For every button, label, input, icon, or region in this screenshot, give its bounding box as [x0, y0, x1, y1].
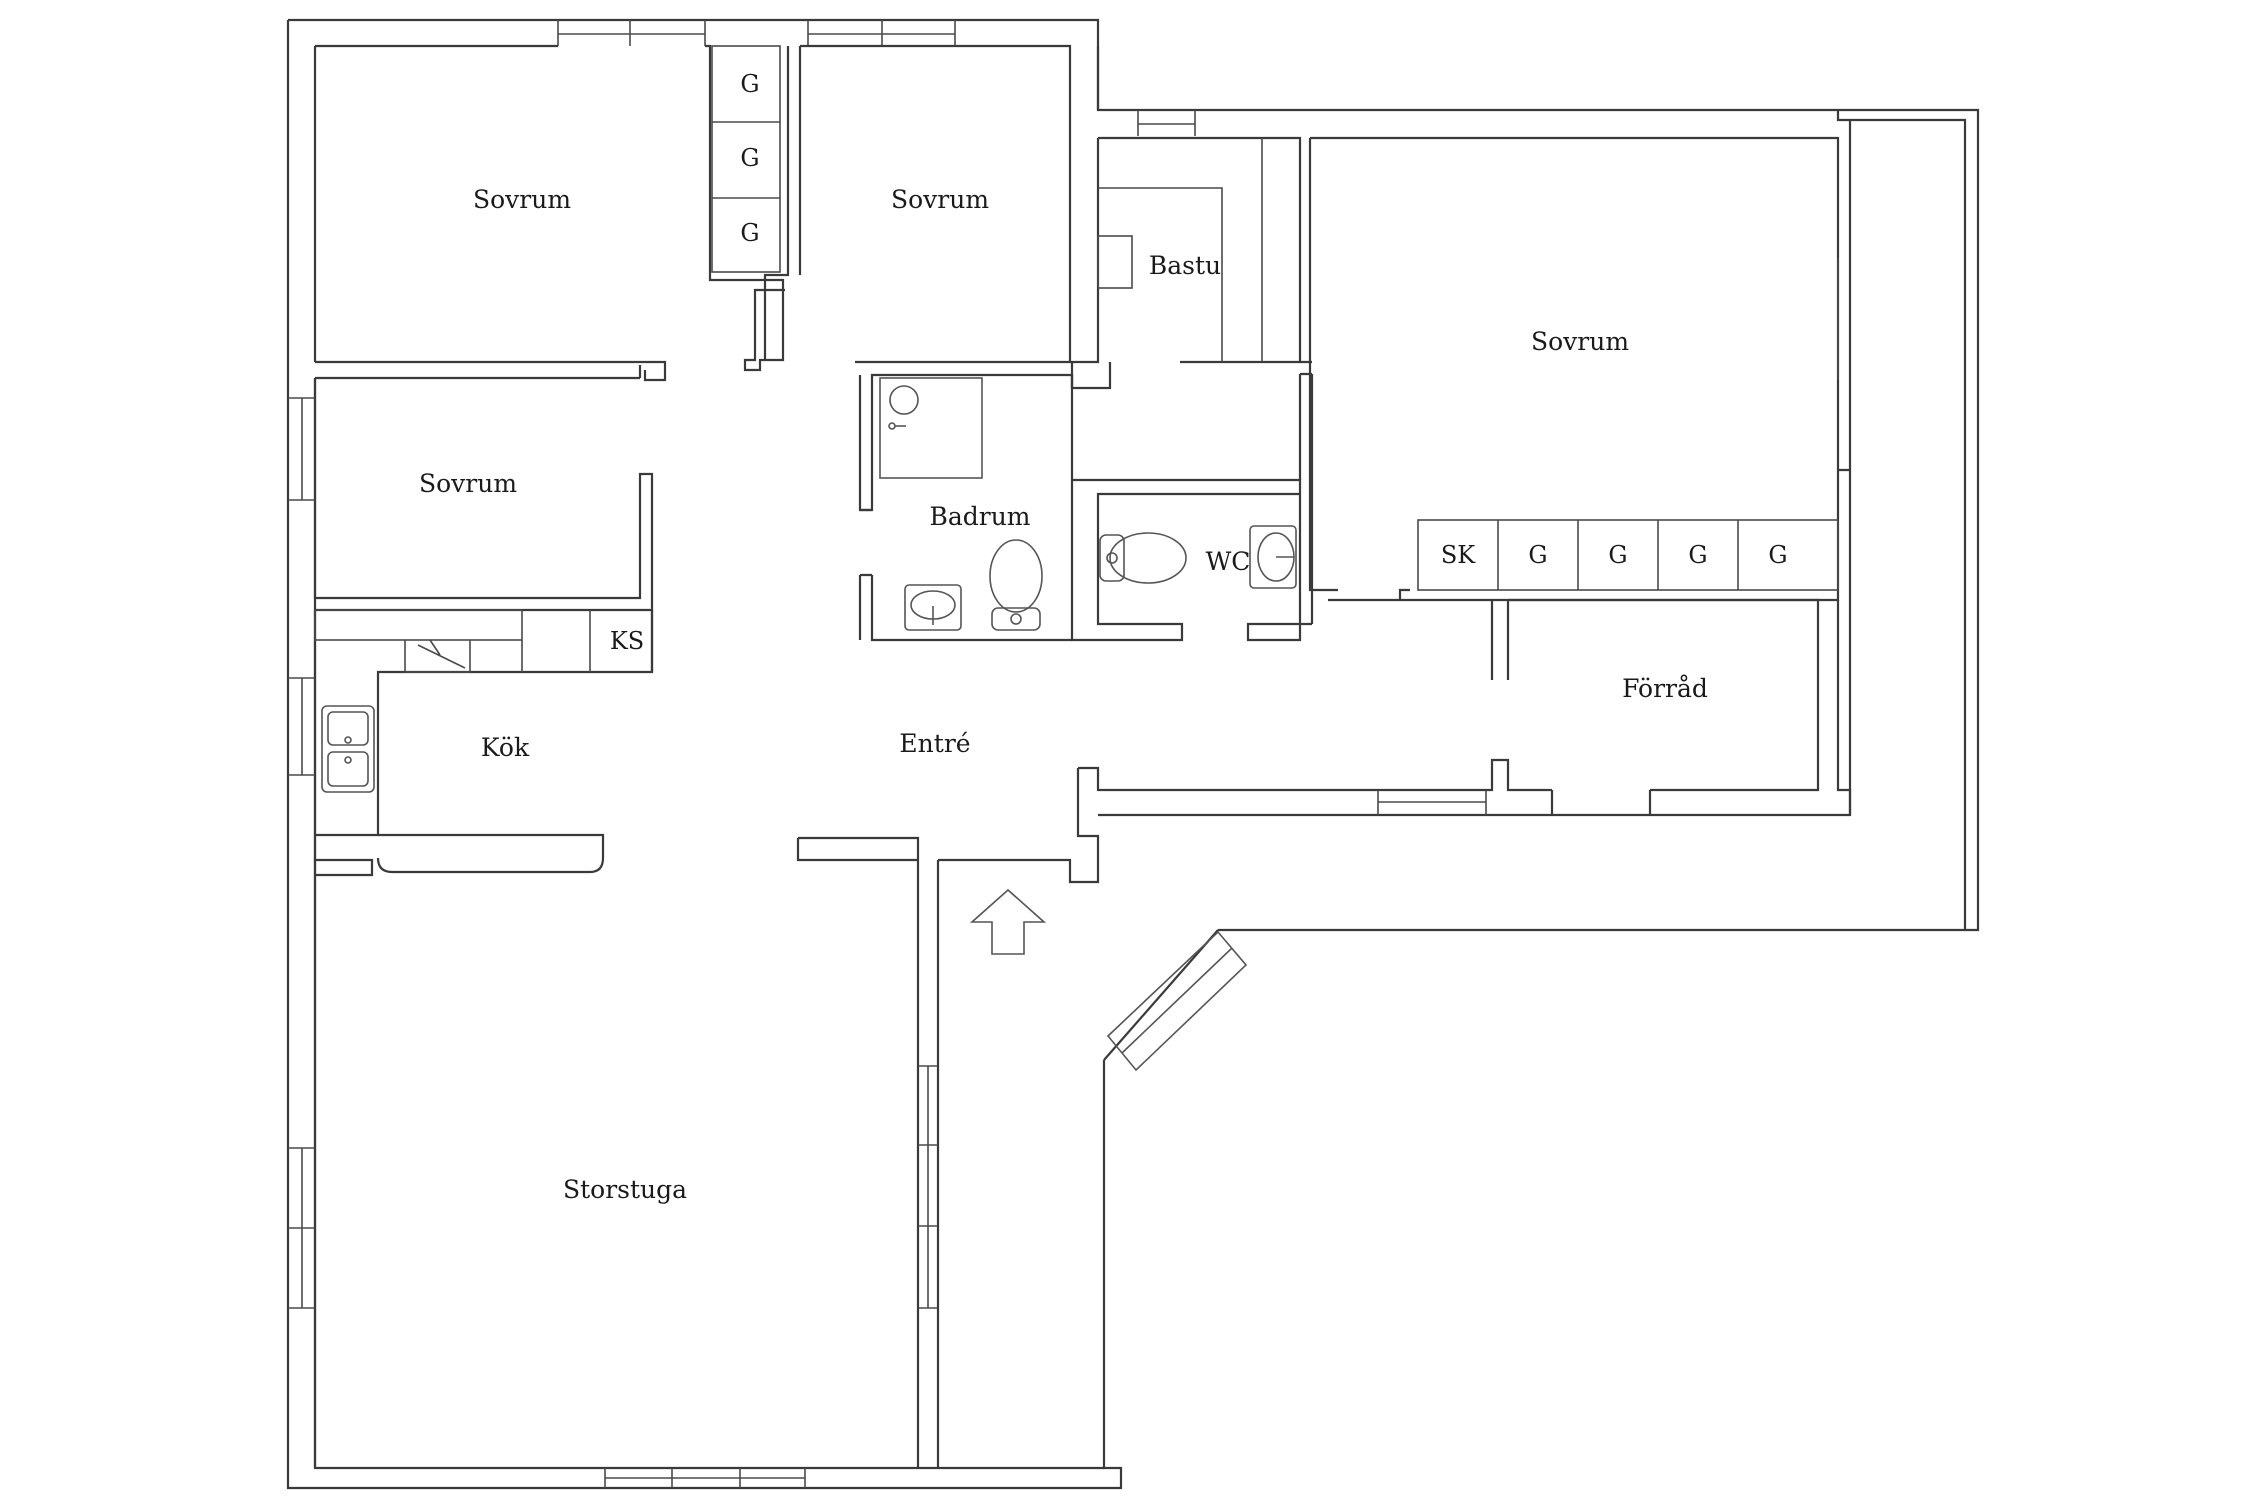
living-room-walls — [288, 768, 1100, 1488]
closet-column-left: G G G — [711, 45, 781, 273]
wc-sink — [1249, 525, 1297, 589]
bedroom-top-left-walls — [315, 44, 790, 382]
kitchen-cabinet-ks-label: KS — [610, 627, 644, 655]
wc-toilet — [1099, 532, 1187, 584]
room-label-wc: WC — [1206, 547, 1251, 576]
closet-g-label: G — [740, 70, 759, 98]
windows-top — [557, 20, 1196, 136]
closet-g-label: G — [1768, 541, 1787, 569]
bathroom-toilet — [989, 539, 1043, 631]
bedroom-top-middle-walls — [798, 44, 1072, 364]
shower — [879, 377, 983, 479]
room-label-bastu: Bastu — [1149, 251, 1221, 280]
kitchen-sink — [288, 677, 375, 793]
bedroom-right-walls — [1308, 120, 1852, 817]
entrance-arrow-icon — [969, 888, 1047, 955]
closet-sk-label: SK — [1441, 541, 1476, 569]
closet-g-label: G — [1688, 541, 1707, 569]
room-label-sovrum: Sovrum — [891, 185, 989, 214]
closet-g-label: G — [740, 219, 759, 247]
storage-room-walls — [1078, 598, 1838, 817]
entrance-steps — [1106, 930, 1248, 1072]
room-label-storstuga: Storstuga — [563, 1175, 687, 1204]
wc-walls — [1070, 360, 1314, 642]
closet-row-right: SK G G G G — [1417, 519, 1839, 591]
bathroom-sink — [904, 584, 962, 631]
closet-g-label: G — [740, 144, 759, 172]
room-label-entre: Entré — [899, 729, 970, 758]
kitchen-walls — [313, 609, 654, 877]
closet-g-label: G — [1528, 541, 1547, 569]
room-labels: Sovrum Sovrum Sovrum Sovrum Bastu Badrum… — [419, 185, 1708, 1204]
room-label-kok: Kök — [481, 733, 530, 762]
closet-g-label: G — [1608, 541, 1627, 569]
room-label-badrum: Badrum — [929, 502, 1030, 531]
room-label-sovrum: Sovrum — [473, 185, 571, 214]
bathroom-walls — [858, 373, 1074, 642]
room-label-sovrum: Sovrum — [419, 469, 517, 498]
room-label-forrad: Förråd — [1622, 674, 1708, 703]
room-label-sovrum: Sovrum — [1531, 327, 1629, 356]
outer-walls — [286, 18, 1980, 1490]
